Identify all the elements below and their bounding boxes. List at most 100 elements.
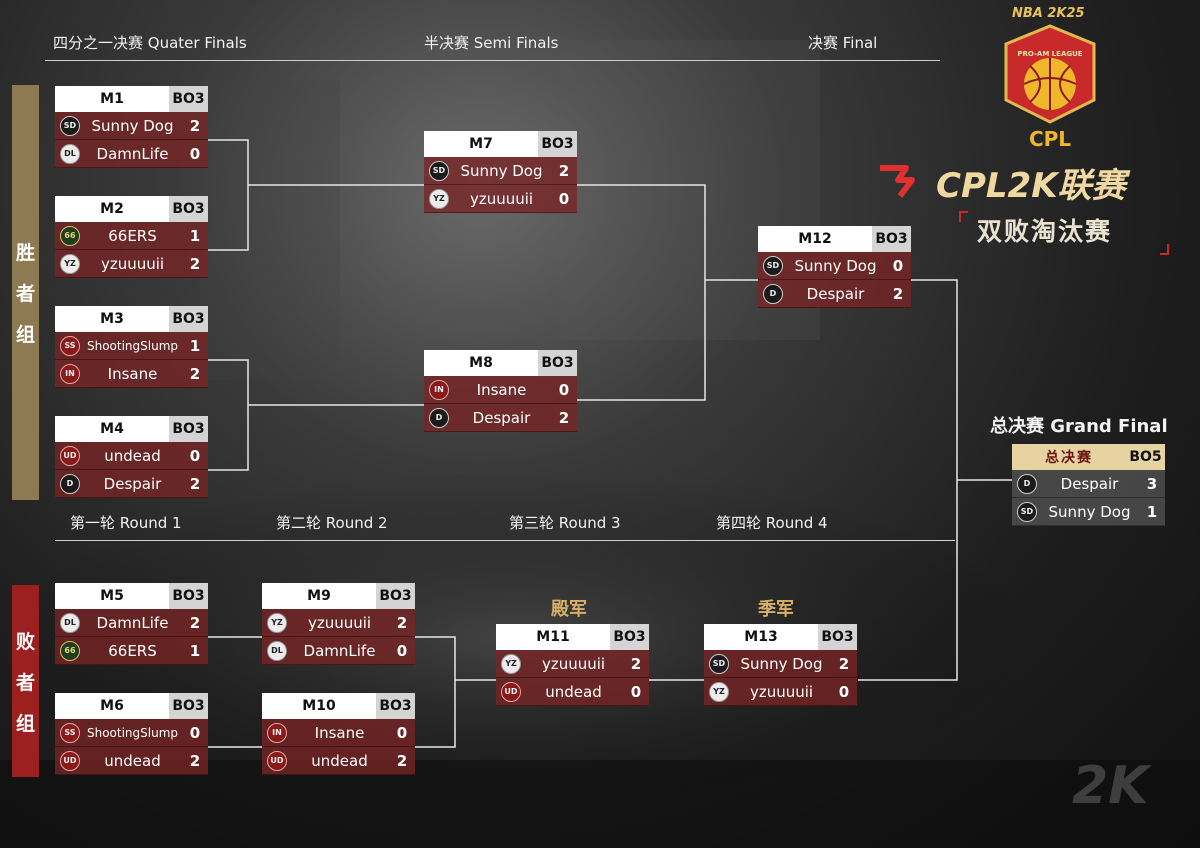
sunnydog-logo-icon: SD bbox=[1014, 499, 1040, 525]
winners-char-3: 组 bbox=[15, 324, 35, 346]
66ers-logo-icon: 66 bbox=[57, 223, 83, 249]
team-score: 2 bbox=[189, 751, 201, 770]
team-score: 2 bbox=[189, 116, 201, 135]
team-name: Sunny Dog bbox=[1048, 502, 1131, 521]
team-score: 0 bbox=[558, 189, 570, 208]
team-score: 2 bbox=[189, 613, 201, 632]
sunnydog-logo-icon: SD bbox=[706, 651, 732, 677]
team-score: 2 bbox=[189, 254, 201, 273]
undead-logo-icon: UD bbox=[57, 443, 83, 469]
undead-logo-icon: UD bbox=[498, 679, 524, 705]
match-format: BO3 bbox=[538, 350, 577, 376]
team-score: 3 bbox=[1146, 474, 1158, 493]
team-name: Sunny Dog bbox=[91, 116, 174, 135]
grand-final-format: BO5 bbox=[1126, 444, 1165, 470]
team-row[interactable]: IN Insane 2 bbox=[55, 360, 208, 388]
grand-final-team-row[interactable]: SD Sunny Dog 1 bbox=[1012, 498, 1165, 526]
team-name: Insane bbox=[107, 364, 158, 383]
team-name: DamnLife bbox=[303, 641, 376, 660]
despair-logo-icon: D bbox=[1014, 471, 1040, 497]
round-label-3: 第三轮 Round 3 bbox=[509, 514, 621, 532]
team-name: ShootingSlump bbox=[86, 725, 179, 740]
match-id: M5 bbox=[55, 583, 169, 609]
team-name: yzuuuuii bbox=[541, 654, 606, 673]
team-row[interactable]: SD Sunny Dog 2 bbox=[55, 112, 208, 140]
team-score: 0 bbox=[396, 641, 408, 660]
team-name: Despair bbox=[472, 408, 531, 427]
runner-up-label: 殿军 bbox=[551, 599, 587, 620]
match-format: BO3 bbox=[169, 693, 208, 719]
sunnydog-logo-icon: SD bbox=[426, 158, 452, 184]
winners-bracket-label: 胜 者 组 bbox=[12, 85, 39, 500]
sunnydog-logo-icon: SD bbox=[57, 113, 83, 139]
team-score: 0 bbox=[396, 723, 408, 742]
team-name: undead bbox=[311, 751, 368, 770]
nba2k-watermark: 2K bbox=[1072, 756, 1149, 816]
subtitle-frame bbox=[959, 211, 1169, 255]
damnlife-logo-icon: DL bbox=[57, 610, 83, 636]
insane-logo-icon: IN bbox=[57, 361, 83, 387]
team-score: 2 bbox=[558, 408, 570, 427]
losers-char-3: 组 bbox=[15, 712, 35, 735]
match-format: BO3 bbox=[169, 416, 208, 442]
grand-final-team-row[interactable]: D Despair 3 bbox=[1012, 470, 1165, 498]
undead-logo-icon: UD bbox=[57, 748, 83, 774]
team-name: yzuuuuii bbox=[469, 189, 534, 208]
team-name: 66ERS bbox=[108, 226, 157, 245]
match-id: M7 bbox=[424, 131, 538, 157]
game-logo: NBA 2K25 bbox=[1012, 6, 1085, 21]
stage-label-final: 决赛 Final bbox=[808, 34, 878, 52]
team-name: Insane bbox=[314, 723, 365, 742]
grand-final-card[interactable]: 总决赛 BO5 D Despair 3 SD Sunny Dog 1 bbox=[1012, 444, 1165, 526]
league-subtitle: 双败淘汰赛 bbox=[977, 217, 1113, 246]
match-id: M1 bbox=[55, 86, 169, 112]
team-score: 2 bbox=[189, 364, 201, 383]
team-row[interactable]: DL DamnLife 2 bbox=[55, 609, 208, 637]
cpl-mark-icon bbox=[880, 165, 915, 198]
team-name: yzuuuuii bbox=[100, 254, 165, 273]
grand-final-heading: 总决赛 Grand Final bbox=[990, 416, 1168, 437]
winners-char-2: 者 bbox=[15, 283, 35, 305]
match-format: BO3 bbox=[169, 583, 208, 609]
damnlife-logo-icon: DL bbox=[57, 141, 83, 167]
team-name: DamnLife bbox=[96, 613, 169, 632]
undead-logo-icon: UD bbox=[264, 748, 290, 774]
badge-league-text: PRO-AM LEAGUE bbox=[1017, 50, 1082, 58]
